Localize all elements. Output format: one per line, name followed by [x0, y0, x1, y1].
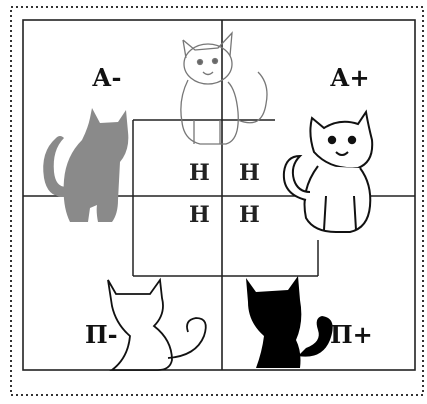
- label-top-left: А-: [92, 63, 122, 92]
- center-cell-3: Н: [189, 202, 210, 228]
- center-cell-2: Н: [239, 160, 260, 186]
- white-cat-outline-icon: [107, 277, 207, 371]
- black-cat-silhouette-icon: [246, 276, 333, 368]
- center-square: [132, 119, 319, 277]
- center-cell-4: Н: [239, 202, 260, 228]
- sketch-cat-icon: [180, 31, 268, 145]
- label-bottom-left: П-: [85, 320, 118, 349]
- center-cell-1: Н: [189, 160, 210, 186]
- grey-cat-silhouette-icon: [43, 108, 129, 222]
- dotted-border: [10, 6, 424, 396]
- cartoon-cat-icon: [282, 109, 374, 233]
- label-top-right: А+: [330, 63, 370, 92]
- label-bottom-right: П+: [330, 320, 373, 349]
